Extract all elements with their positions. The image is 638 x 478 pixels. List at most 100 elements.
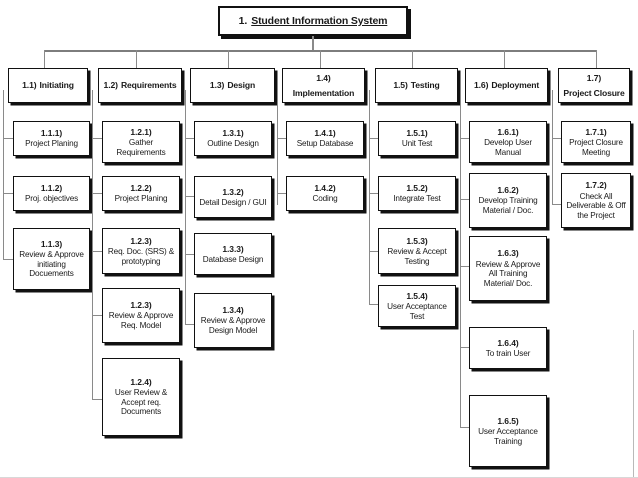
connector-stub-1-1-2 — [3, 193, 13, 195]
task-box-1-6-3[interactable]: 1.6.3) Review & Approve All Training Mat… — [469, 236, 547, 301]
task-box-1-3-1[interactable]: 1.3.1) Outline Design — [194, 121, 272, 156]
task-box-1-3-2[interactable]: 1.3.2) Detail Design / GUI — [194, 176, 272, 218]
connector-drop-phase-6 — [504, 50, 506, 68]
task-code: 1.3.3) — [222, 243, 244, 254]
phase-box-deployment[interactable]: 1.6) Deployment — [465, 68, 548, 103]
task-box-1-3-3[interactable]: 1.3.3) Database Design — [194, 233, 272, 275]
phase-box-project-closure[interactable]: 1.7) Project Closure — [558, 68, 630, 103]
connector-stub-1-6-4 — [460, 347, 469, 349]
connector-stub-1-2-1 — [92, 138, 102, 140]
task-label: User Acceptance Test — [387, 301, 447, 321]
root-node-code: 1. — [238, 14, 248, 27]
connector-stub-1-3-3 — [185, 254, 194, 256]
task-code: 1.2.1) — [130, 126, 152, 137]
phase-label: Deployment — [491, 80, 540, 91]
task-label: Unit Test — [401, 139, 433, 149]
task-box-1-5-3[interactable]: 1.5.3) Review & Accept Testing — [378, 228, 456, 274]
connector-stub-1-6-2 — [460, 199, 469, 201]
task-label: Req. Doc. (SRS) & prototyping — [107, 246, 175, 266]
connector-drop-phase-4 — [320, 50, 322, 68]
phase-label: Requirements — [120, 80, 177, 91]
task-code: 1.6.1) — [497, 126, 519, 137]
root-node-student-information-system[interactable]: 1. Student Information System — [218, 6, 408, 36]
connector-spine-implementation — [277, 90, 279, 205]
task-code: 1.3.1) — [222, 128, 244, 139]
connector-drop-phase-3 — [228, 50, 230, 68]
connector-drop-phase-5 — [412, 50, 414, 68]
task-label: Develop Training Material / Doc. — [478, 196, 538, 215]
task-box-1-5-1[interactable]: 1.5.1) Unit Test — [378, 121, 456, 156]
task-box-1-1-3[interactable]: 1.1.3) Review & Approve initiating Docue… — [13, 228, 90, 290]
connector-spine-project-closure — [552, 90, 554, 205]
phase-box-testing[interactable]: 1.5) Testing — [375, 68, 458, 103]
connector-stub-1-7-2 — [552, 204, 561, 206]
task-box-1-5-2[interactable]: 1.5.2) Integrate Test — [378, 176, 456, 211]
task-box-1-5-4[interactable]: 1.5.4) User Acceptance Test — [378, 285, 456, 327]
task-label: Setup Database — [296, 139, 354, 149]
task-label: Integrate Test — [393, 194, 441, 204]
phase-label: Project Closure — [563, 87, 625, 98]
task-label: Database Design — [202, 254, 264, 264]
task-box-1-2-4[interactable]: 1.2.4) User Review & Accept req. Documen… — [102, 358, 180, 436]
phase-label: Implementation — [292, 87, 355, 98]
task-box-1-6-4[interactable]: 1.6.4) To train User — [469, 327, 547, 369]
connector-stub-1-3-2 — [185, 196, 194, 198]
task-box-1-3-4[interactable]: 1.3.4) Review & Approve Design Model — [194, 293, 272, 348]
phase-box-implementation[interactable]: 1.4) Implementation — [282, 68, 365, 103]
connector-spine-deployment — [460, 90, 462, 428]
task-code: 1.4.1) — [314, 128, 336, 139]
task-box-1-2-3a[interactable]: 1.2.3) Req. Doc. (SRS) & prototyping — [102, 228, 180, 274]
phase-code: 1.2) — [103, 80, 119, 91]
task-code: 1.1.3) — [40, 238, 63, 249]
task-box-1-7-2[interactable]: 1.7.2) Check All Deliverable & Off the P… — [561, 173, 631, 228]
task-box-1-1-1[interactable]: 1.1.1) Project Planing — [13, 121, 90, 156]
phase-code: 1.6) — [473, 80, 489, 91]
task-label: Review & Approve initiating Docuements — [19, 250, 84, 279]
phase-code: 1.5) — [393, 80, 408, 91]
task-box-1-7-1[interactable]: 1.7.1) Project Closure Meeting — [561, 121, 631, 163]
connector-stub-1-2-2 — [92, 193, 102, 195]
task-code: 1.3.4) — [222, 305, 244, 316]
task-code: 1.1.1) — [40, 128, 63, 139]
task-code: 1.4.2) — [314, 183, 336, 194]
task-code: 1.1.2) — [40, 183, 63, 194]
connector-stub-1-4-1 — [277, 138, 286, 140]
connector-drop-phase-7 — [596, 50, 598, 68]
connector-spine-testing — [369, 90, 371, 305]
task-label: Review & Approve All Training Material/ … — [475, 259, 541, 288]
task-box-1-6-1[interactable]: 1.6.1) Develop User Manual — [469, 121, 547, 163]
task-code: 1.5.4) — [406, 290, 428, 301]
task-code: 1.2.3) — [130, 300, 152, 311]
phase-box-requirements[interactable]: 1.2) Requirements — [98, 68, 182, 103]
task-box-1-4-1[interactable]: 1.4.1) Setup Database — [286, 121, 364, 156]
task-code: 1.2.3) — [130, 235, 152, 246]
phase-box-design[interactable]: 1.3) Design — [190, 68, 275, 103]
connector-drop-phase-1 — [44, 50, 46, 68]
connector-stub-1-2-3a — [92, 251, 102, 253]
phase-code: 1.7) — [586, 73, 602, 84]
task-box-1-6-2[interactable]: 1.6.2) Develop Training Material / Doc. — [469, 173, 547, 228]
task-box-1-1-2[interactable]: 1.1.2) Proj. objectives — [13, 176, 90, 211]
task-label: Project Planing — [114, 194, 168, 204]
task-label: Check All Deliverable & Off the Project — [566, 191, 626, 220]
task-label: Detail Design / GUI — [199, 197, 267, 207]
task-box-1-2-1[interactable]: 1.2.1) Gather Requirements — [102, 121, 180, 163]
task-code: 1.6.3) — [497, 248, 519, 259]
connector-stub-1-3-4 — [185, 324, 194, 326]
connector-stub-1-1-3 — [3, 259, 13, 261]
phase-box-initiating[interactable]: 1.1) Initiating — [8, 68, 88, 103]
task-label: Coding — [312, 194, 338, 204]
connector-stub-1-6-1 — [460, 138, 469, 140]
phase-code: 1.4) — [316, 73, 331, 84]
task-label: Proj. objectives — [24, 194, 79, 204]
connector-root-stem — [312, 36, 314, 51]
task-box-1-2-3b[interactable]: 1.2.3) Review & Approve Req. Model — [102, 288, 180, 343]
task-code: 1.5.1) — [406, 128, 428, 139]
task-box-1-2-2[interactable]: 1.2.2) Project Planing — [102, 176, 180, 211]
connector-stub-1-2-4 — [92, 399, 102, 401]
task-box-1-4-2[interactable]: 1.4.2) Coding — [286, 176, 364, 211]
task-code: 1.6.4) — [497, 337, 519, 348]
task-box-1-6-5[interactable]: 1.6.5) User Acceptance Training — [469, 395, 547, 467]
connector-drop-phase-2 — [136, 50, 138, 68]
phase-label: Design — [227, 80, 256, 91]
